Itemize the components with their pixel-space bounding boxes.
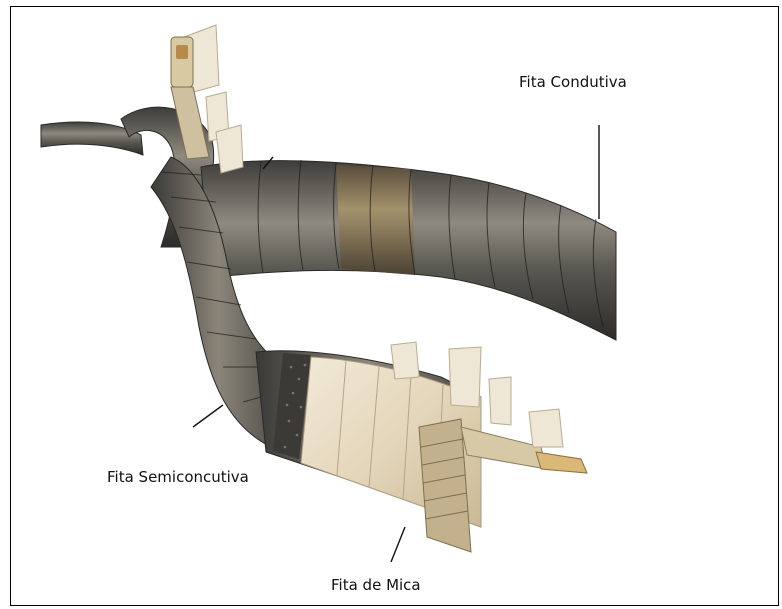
lower-coil: [256, 351, 587, 552]
label-fita-semiconcutiva: Fita Semiconcutiva: [107, 468, 249, 486]
stator-coil-illustration: [11, 7, 778, 605]
semiconductive-leader-line: [193, 405, 223, 427]
mica-leader-line: [391, 527, 405, 562]
conductive-cable: [201, 160, 616, 340]
label-fita-de-mica: Fita de Mica: [331, 576, 421, 594]
figure-frame: Fita Condutiva Fita Semiconcutiva Fita d…: [10, 6, 779, 606]
label-fita-condutiva: Fita Condutiva: [519, 73, 627, 91]
